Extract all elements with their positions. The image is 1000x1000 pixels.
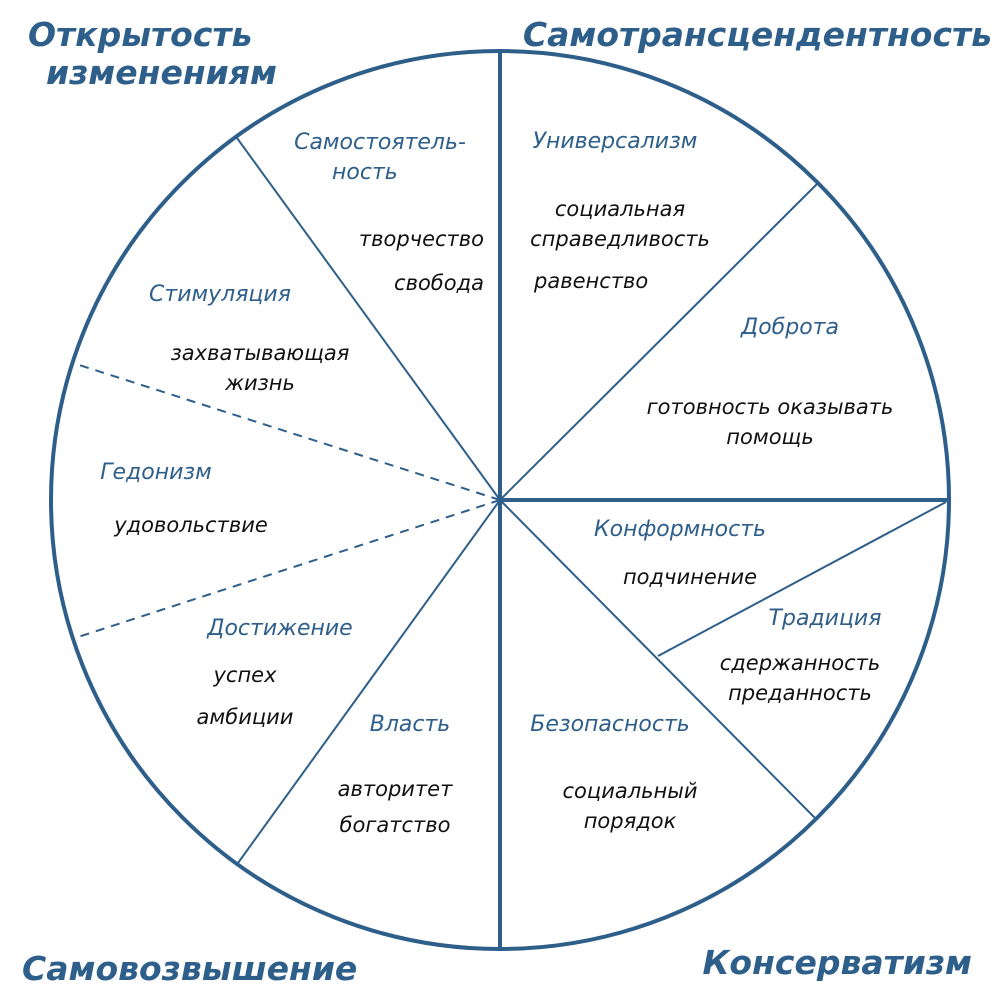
segment-name: Безопасность <box>530 712 690 737</box>
segment-stimulyatsiya-values: захватывающая жизнь <box>140 338 380 398</box>
segment-bezopasnost-values: социальный порядок <box>530 776 730 836</box>
value-text: удовольствие <box>114 513 268 537</box>
segment-dostizhenie-values: успех амбиции <box>165 660 325 732</box>
value-text: захватывающая <box>170 341 350 365</box>
value-text: творчество <box>358 227 484 251</box>
divider-konformnost-traditsiya <box>657 501 947 657</box>
segment-bezopasnost: Безопасность <box>505 710 715 740</box>
segment-name: Достижение <box>207 616 353 641</box>
segment-gedonizm: Гедонизм <box>76 458 236 488</box>
segment-konformnost: Конформность <box>565 515 795 545</box>
divider-universalizm-dobrota <box>499 182 819 501</box>
value-text: богатство <box>339 813 451 837</box>
segment-name: Власть <box>369 712 451 737</box>
segment-dostizhenie: Достижение <box>180 614 380 644</box>
quadrant-label-self-enhancement: Самовозвышение <box>22 949 358 988</box>
divider-stimulyatsiya-gedonizm <box>72 362 501 501</box>
quadrant-label-conservation: Консерватизм <box>702 943 972 982</box>
value-text: подчинение <box>622 565 758 589</box>
value-text: готовность оказывать <box>646 395 894 419</box>
value-text: авторитет <box>337 777 453 801</box>
value-text: жизнь <box>225 371 295 395</box>
value-text: свобода <box>394 271 484 295</box>
segment-universalizm-values: социальная справедливость равенство <box>510 194 730 296</box>
segment-samostoyatelnost: Самостоятель- ность <box>260 128 500 188</box>
value-text: социальная <box>554 197 686 221</box>
value-text: успех <box>213 663 277 687</box>
segment-samostoyatelnost-values: творчество свобода <box>312 224 500 298</box>
divider-konformnost-bezopasnost <box>499 499 817 820</box>
segment-name: Самостоятель- <box>294 130 466 155</box>
segment-name: Доброта <box>741 315 839 340</box>
segment-konformnost-values: подчинение <box>600 562 780 592</box>
segment-name: Конформность <box>593 517 766 542</box>
segment-traditsiya-values: сдержанность преданность <box>700 648 900 708</box>
value-text: справедливость <box>530 227 710 251</box>
value-text: амбиции <box>196 705 294 729</box>
divider-dostizhenie-vlast <box>237 499 501 864</box>
divider-gedonizm-dostizhenie <box>74 499 501 639</box>
segment-universalizm: Универсализм <box>510 127 720 157</box>
segment-name: Гедонизм <box>100 460 212 485</box>
segment-stimulyatsiya: Стимуляция <box>120 280 320 310</box>
quadrant-label-openness: Открытость изменениям <box>28 15 277 92</box>
divider-samostoyatelnost-stimulyatsiya <box>236 137 501 501</box>
value-text: социальный <box>562 779 698 803</box>
value-text: равенство <box>534 269 649 293</box>
quadrant-label-self-transcendence: Самотрансцендентность <box>522 15 992 54</box>
segment-name: Традиция <box>768 606 882 631</box>
segment-vlast: Власть <box>340 710 480 740</box>
segment-name: Универсализм <box>532 129 698 154</box>
value-text: помощь <box>726 425 814 449</box>
segment-gedonizm-values: удовольствие <box>86 510 296 540</box>
value-text: преданность <box>728 681 872 705</box>
segment-traditsiya: Традиция <box>755 604 895 634</box>
segment-dobrota: Доброта <box>700 313 880 343</box>
segment-vlast-values: авторитет богатство <box>305 774 485 840</box>
segment-name: ность <box>332 160 398 185</box>
segment-dobrota-values: готовность оказывать помощь <box>600 392 940 452</box>
value-text: порядок <box>583 809 677 833</box>
segment-name: Стимуляция <box>149 282 291 307</box>
value-text: сдержанность <box>719 651 881 675</box>
